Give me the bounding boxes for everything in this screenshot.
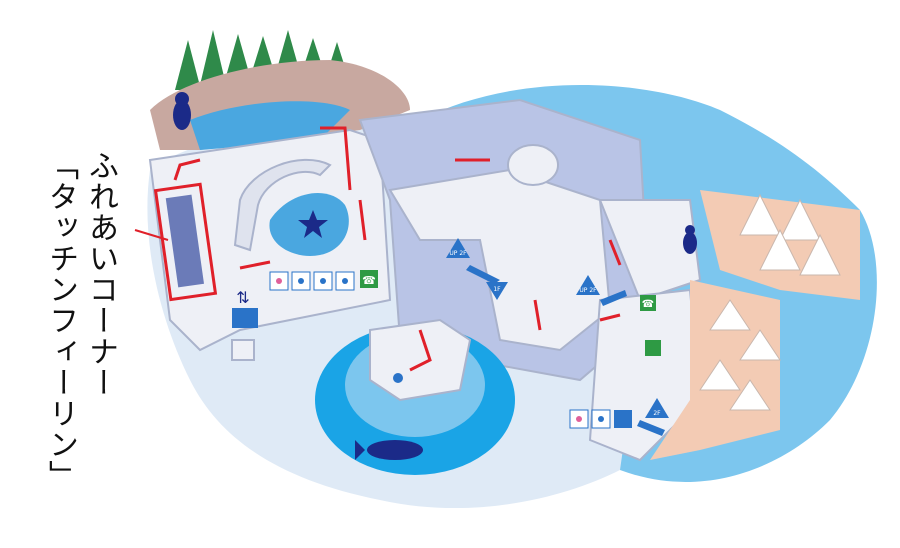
- escalator-arrows: [466, 265, 665, 436]
- tent-icon: [699, 193, 841, 411]
- restroom-icon: [645, 340, 661, 356]
- round-tower: [507, 144, 559, 186]
- escalator-icon: ⇅: [236, 288, 249, 307]
- floor-badge-up-2f-b: UP 2F: [576, 275, 600, 295]
- baby-care-icon: [614, 410, 632, 428]
- building-right-wing: [598, 199, 702, 302]
- floor-label: UP 2F: [449, 250, 467, 257]
- floor-badge-down-1f: 1F: [486, 282, 508, 300]
- tuna-icon: [355, 440, 423, 460]
- slide-ramp: [233, 159, 332, 252]
- phone-icon: [360, 270, 378, 288]
- starfish-icon: [298, 210, 328, 238]
- callout-title: ふれあいコーナー: [83, 150, 118, 398]
- facility-icons-right: ☎: [569, 295, 661, 429]
- locker-box: [231, 339, 255, 361]
- floor-label: 2F: [653, 410, 661, 417]
- floor-badge-up-2f: UP 2F: [446, 238, 470, 258]
- penguin-icon: [173, 92, 191, 130]
- facility-icons-left: ☎: [269, 270, 378, 291]
- floor-label: UP 2F: [579, 287, 597, 294]
- callout-leader: [134, 229, 169, 241]
- person-icon: [393, 373, 403, 383]
- floor-badge-2f: 2F: [645, 398, 669, 418]
- phone-icon: [640, 295, 656, 311]
- route-arrows: [173, 126, 622, 372]
- svg-text:☎: ☎: [362, 274, 376, 287]
- floor-label: 1F: [493, 286, 501, 293]
- svg-text:☎: ☎: [642, 299, 654, 310]
- penguin-icon: [683, 225, 697, 254]
- touch-corner-highlight: [153, 182, 218, 302]
- touch-corner-tank: [165, 194, 204, 288]
- callout-subtitle: 「タッチンフィーリン」: [43, 150, 78, 491]
- elevator-icon: [232, 308, 258, 328]
